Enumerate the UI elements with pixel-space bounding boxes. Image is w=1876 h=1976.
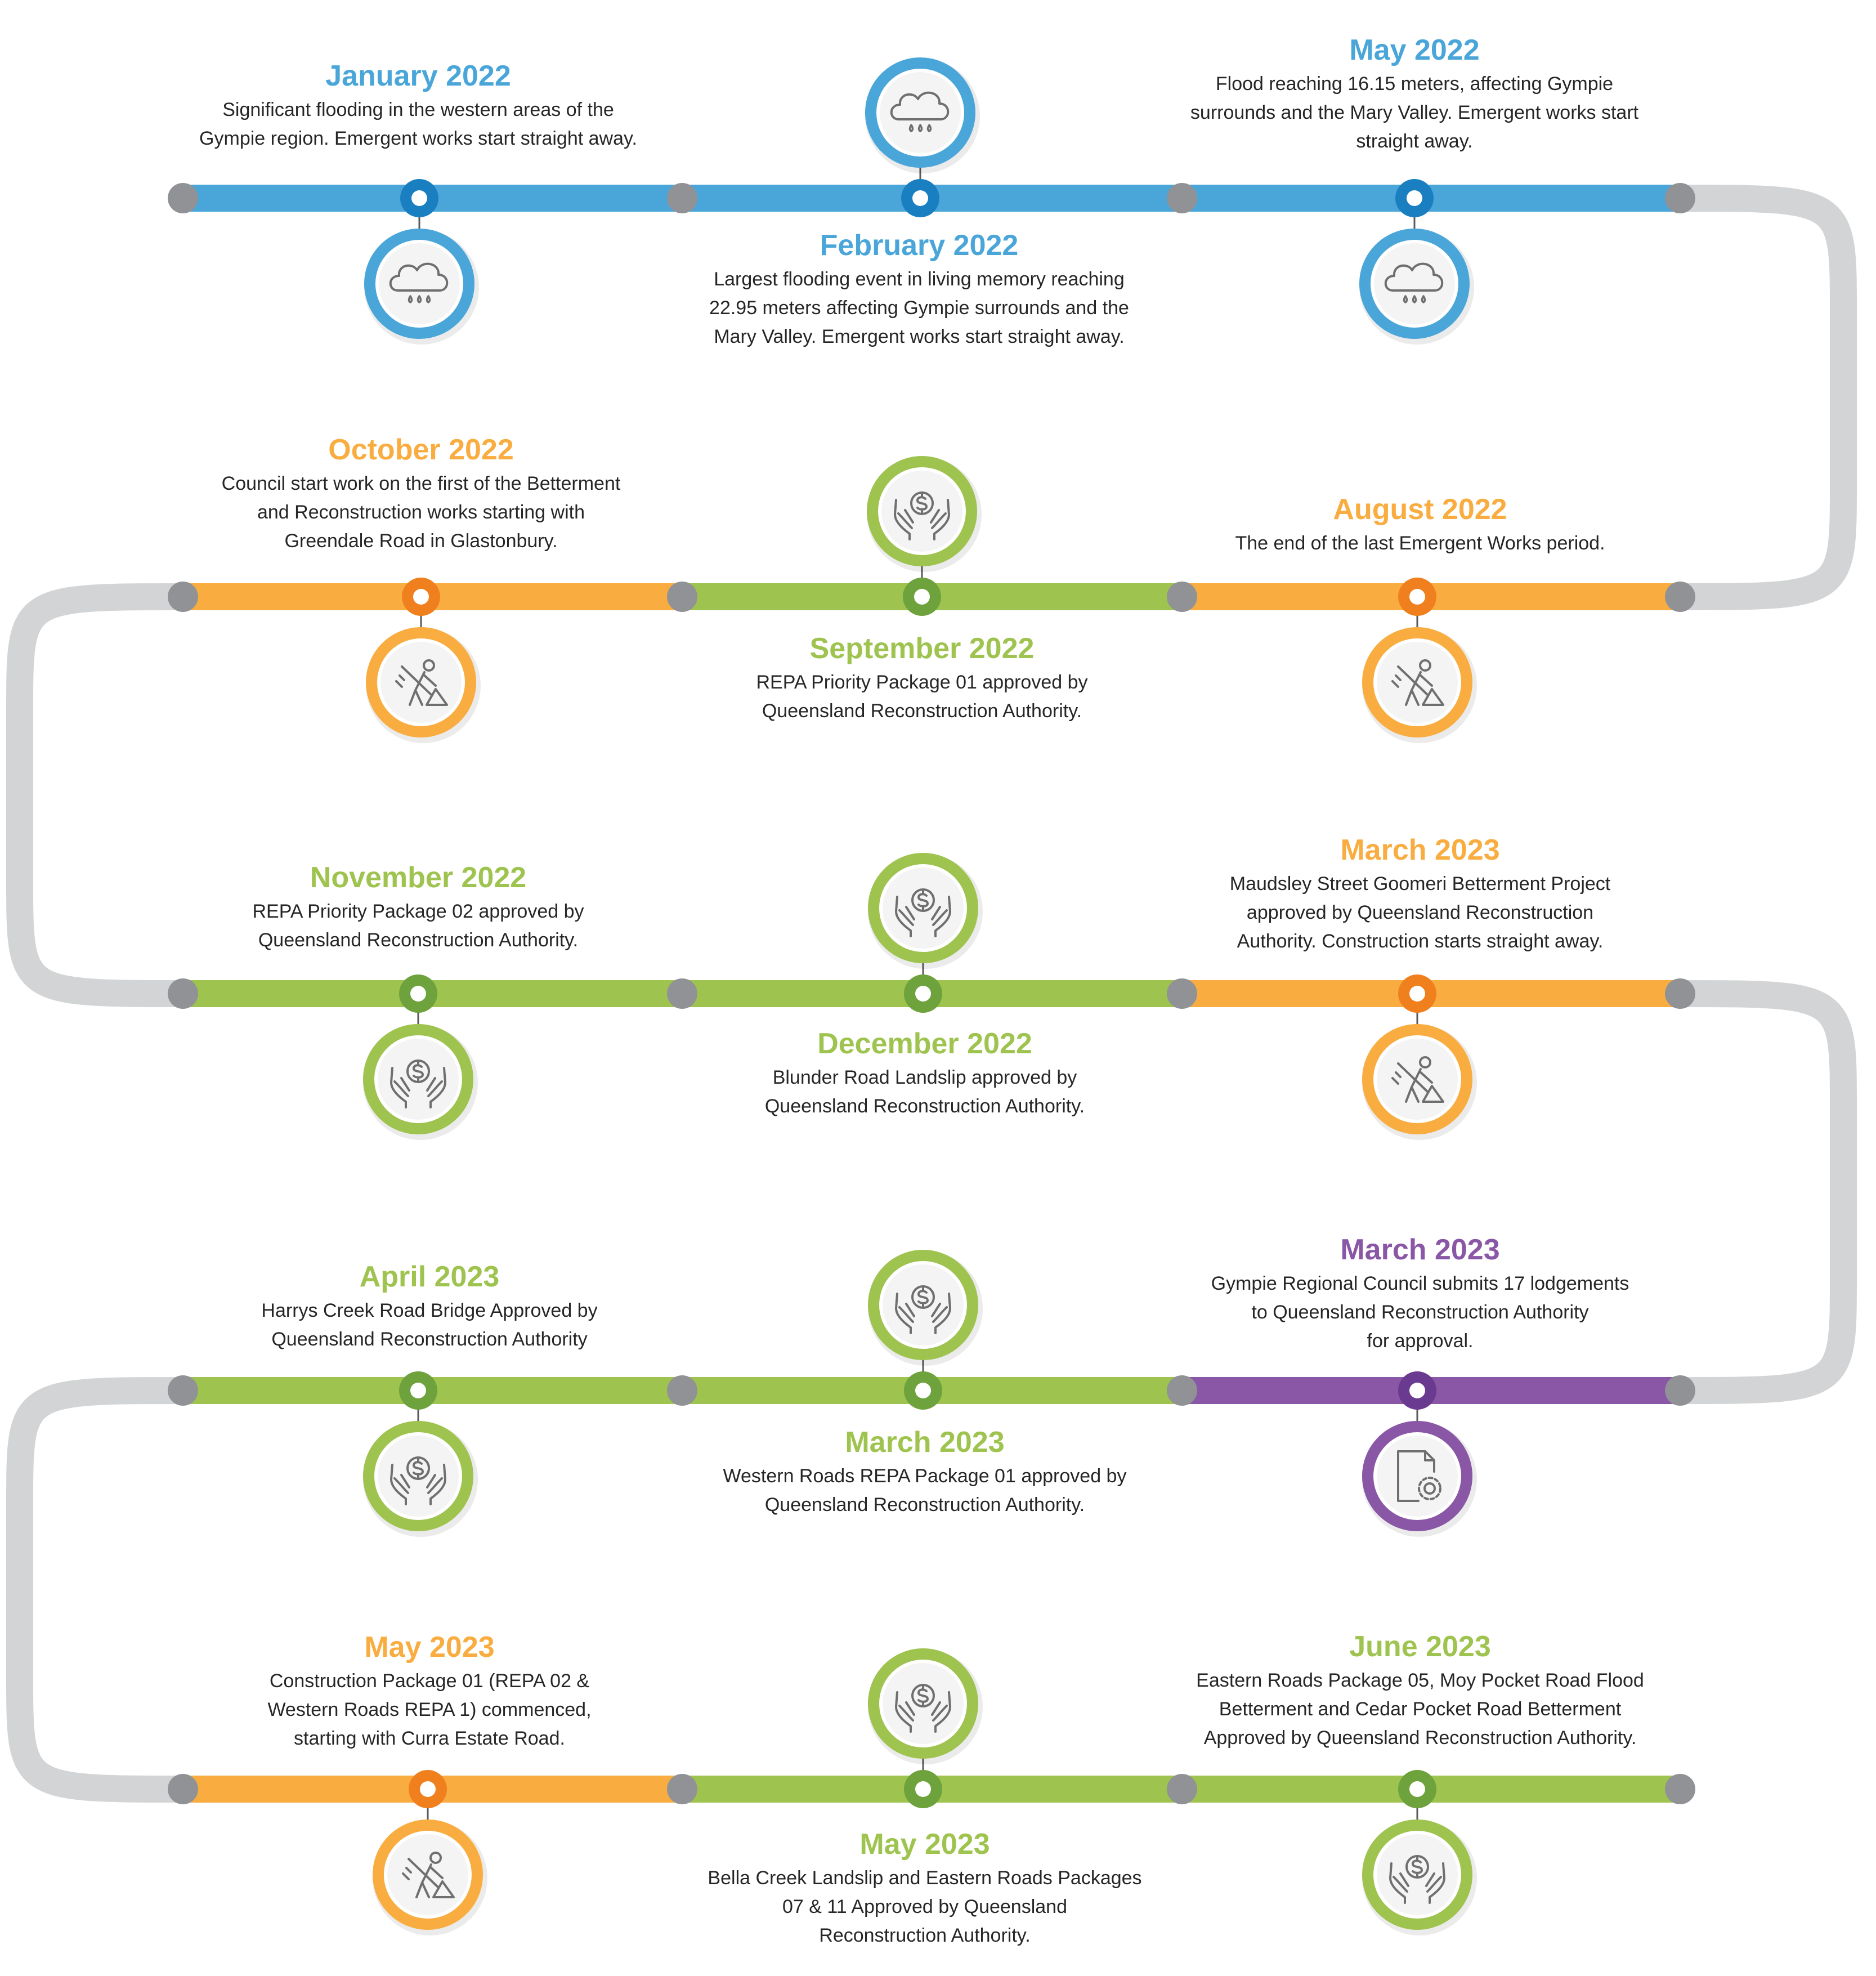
timeline-joint bbox=[667, 183, 697, 213]
timeline-joint bbox=[667, 1375, 697, 1406]
event-date: December 2022 bbox=[817, 1027, 1032, 1060]
event-description: Bella Creek Landslip and Eastern Roads P… bbox=[708, 1867, 1142, 1946]
marker-face bbox=[880, 72, 961, 153]
event-node-center bbox=[1409, 1781, 1425, 1797]
event-date: March 2023 bbox=[845, 1426, 1005, 1459]
event-date: April 2023 bbox=[359, 1260, 500, 1293]
event-card: May 2023 Construction Package 01 (REPA 0… bbox=[187, 1630, 671, 1753]
event-date: February 2022 bbox=[820, 229, 1019, 262]
event-node-center bbox=[410, 986, 426, 1002]
timeline-joint bbox=[168, 582, 198, 612]
marker-face bbox=[379, 243, 460, 324]
event-description: Maudsley Street Goomeri Betterment Proje… bbox=[1229, 873, 1611, 952]
marker-face bbox=[1374, 243, 1455, 324]
event-node-center bbox=[1407, 190, 1422, 206]
event-node-center bbox=[411, 190, 427, 206]
marker-face bbox=[1377, 642, 1458, 723]
event-node-center bbox=[915, 986, 931, 1002]
event-description: The end of the last Emergent Works perio… bbox=[1235, 533, 1605, 554]
event-card: September 2022 REPA Priority Package 01 … bbox=[680, 631, 1164, 726]
timeline-connector bbox=[6, 583, 196, 1007]
event-card: December 2022 Blunder Road Landslip appr… bbox=[683, 1026, 1167, 1121]
event-description: Blunder Road Landslip approved by Queens… bbox=[764, 1067, 1085, 1117]
event-node-center bbox=[915, 1383, 931, 1398]
event-date: September 2022 bbox=[809, 632, 1035, 665]
timeline-connector bbox=[1667, 185, 1857, 610]
event-description: Council start work on the first of the B… bbox=[221, 473, 621, 552]
marker-face bbox=[1377, 1039, 1458, 1120]
timeline-joint bbox=[667, 1774, 697, 1804]
event-card: November 2022 REPA Priority Package 02 a… bbox=[176, 860, 660, 955]
event-description: Construction Package 01 (REPA 02 & Weste… bbox=[267, 1670, 592, 1749]
event-card: October 2022 Council start work on the f… bbox=[179, 432, 663, 556]
timeline-connector bbox=[1667, 980, 1857, 1404]
event-card: August 2022 The end of the last Emergent… bbox=[1178, 492, 1662, 558]
event-node-center bbox=[912, 190, 928, 206]
event-date: March 2023 bbox=[1340, 834, 1500, 866]
event-date: October 2022 bbox=[328, 433, 514, 466]
event-description: Gympie Regional Council submits 17 lodge… bbox=[1211, 1273, 1629, 1352]
marker-face bbox=[380, 642, 462, 723]
timeline-joint bbox=[1665, 582, 1695, 612]
event-node-center bbox=[1409, 986, 1425, 1002]
event-date: June 2023 bbox=[1349, 1630, 1491, 1663]
marker-face bbox=[1377, 1436, 1458, 1517]
marker-face bbox=[387, 1834, 468, 1915]
event-date: May 2023 bbox=[364, 1631, 495, 1664]
event-date: August 2022 bbox=[1333, 493, 1507, 526]
timeline-joint bbox=[1665, 1375, 1695, 1406]
timeline-joint bbox=[1167, 1774, 1197, 1804]
timeline-joint bbox=[667, 978, 697, 1009]
event-card: February 2022 Largest flooding event in … bbox=[677, 228, 1161, 351]
event-card: March 2023 Western Roads REPA Package 01… bbox=[683, 1425, 1167, 1519]
event-date: March 2023 bbox=[1340, 1233, 1500, 1266]
event-card: April 2023 Harrys Creek Road Bridge Appr… bbox=[187, 1259, 671, 1354]
timeline-joint bbox=[1167, 183, 1197, 213]
event-node-center bbox=[1409, 589, 1425, 605]
event-description: REPA Priority Package 02 approved by Que… bbox=[252, 901, 584, 951]
timeline-joint bbox=[168, 1375, 198, 1406]
event-node-center bbox=[420, 1781, 436, 1797]
event-description: Largest flooding event in living memory … bbox=[709, 269, 1129, 347]
event-card: May 2022 Flood reaching 16.15 meters, af… bbox=[1172, 33, 1656, 156]
timeline-joint bbox=[1167, 1375, 1197, 1406]
timeline-joint bbox=[1665, 978, 1695, 1009]
event-card: March 2023 Gympie Regional Council submi… bbox=[1178, 1232, 1662, 1356]
timeline-joint bbox=[1665, 183, 1695, 213]
event-description: Eastern Roads Package 05, Moy Pocket Roa… bbox=[1196, 1670, 1644, 1749]
timeline-joint bbox=[168, 1774, 198, 1804]
event-date: November 2022 bbox=[310, 861, 527, 894]
event-node-center bbox=[413, 589, 429, 605]
timeline-joint bbox=[1665, 1774, 1695, 1804]
timeline-joint bbox=[168, 183, 198, 213]
event-date: January 2022 bbox=[325, 60, 511, 92]
event-node-center bbox=[1409, 1383, 1425, 1398]
event-card: June 2023 Eastern Roads Package 05, Moy … bbox=[1178, 1629, 1662, 1753]
timeline-joint bbox=[667, 582, 697, 612]
event-description: Flood reaching 16.15 meters, affecting G… bbox=[1190, 73, 1639, 152]
event-card: May 2023 Bella Creek Landslip and Easter… bbox=[683, 1827, 1167, 1950]
event-date: May 2023 bbox=[859, 1828, 990, 1861]
event-description: Significant flooding in the western area… bbox=[199, 99, 637, 149]
timeline-joint bbox=[1167, 582, 1197, 612]
timeline-connector bbox=[6, 1377, 196, 1803]
timeline-joint bbox=[168, 978, 198, 1009]
event-description: REPA Priority Package 01 approved by Que… bbox=[756, 672, 1088, 722]
timeline-joint bbox=[1167, 978, 1197, 1009]
event-node-center bbox=[915, 1781, 931, 1797]
event-node-center bbox=[914, 589, 930, 605]
event-description: Harrys Creek Road Bridge Approved by Que… bbox=[261, 1300, 598, 1350]
event-date: May 2022 bbox=[1349, 34, 1480, 66]
event-card: March 2023 Maudsley Street Goomeri Bette… bbox=[1178, 833, 1662, 956]
event-card: January 2022 Significant flooding in the… bbox=[176, 59, 660, 153]
event-node-center bbox=[410, 1383, 426, 1398]
event-description: Western Roads REPA Package 01 approved b… bbox=[723, 1465, 1127, 1515]
